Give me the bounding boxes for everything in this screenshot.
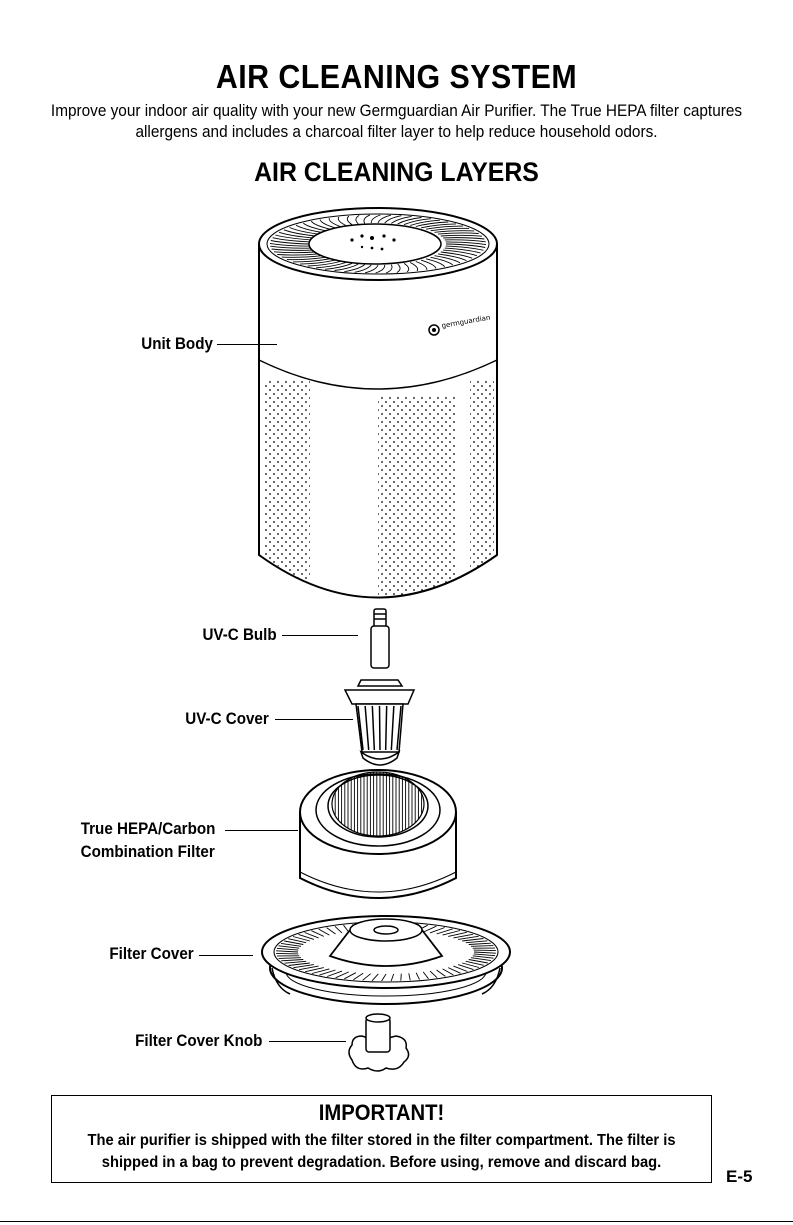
bottom-rule [0, 1221, 793, 1222]
leader-uvc-cover [275, 719, 353, 720]
important-notice: IMPORTANT! The air purifier is shipped w… [51, 1095, 712, 1183]
leader-filter-cover-knob [269, 1041, 346, 1042]
leader-filter [225, 830, 298, 831]
section-subtitle: AIR CLEANING LAYERS [254, 157, 539, 187]
label-filter-line2: Combination Filter [80, 843, 215, 861]
page-title: AIR CLEANING SYSTEM [215, 58, 578, 95]
label-filter-line1: True HEPA/Carbon [80, 820, 215, 838]
label-unit-body: Unit Body [141, 335, 213, 353]
hepa-filter-illustration [299, 769, 457, 899]
leader-uvc-bulb [282, 635, 358, 636]
label-filter-cover-knob: Filter Cover Knob [134, 1032, 262, 1050]
uvc-bulb-illustration [370, 608, 390, 669]
label-uvc-cover: UV-C Cover [185, 710, 269, 728]
leader-filter-cover [199, 955, 253, 956]
page-number: E-5 [726, 1167, 753, 1186]
uvc-cover-illustration [343, 679, 416, 766]
filter-cover-knob-illustration [348, 1013, 410, 1072]
label-filter-cover: Filter Cover [109, 945, 194, 963]
intro-paragraph: Improve your indoor air quality with you… [50, 102, 743, 141]
filter-cover-illustration [261, 915, 511, 1005]
important-heading: IMPORTANT! [318, 1100, 445, 1125]
unit-body-illustration: germguardian [258, 207, 498, 599]
leader-unit-body [217, 344, 277, 345]
important-text: The air purifier is shipped with the fil… [87, 1132, 676, 1171]
label-uvc-bulb: UV-C Bulb [202, 626, 277, 644]
